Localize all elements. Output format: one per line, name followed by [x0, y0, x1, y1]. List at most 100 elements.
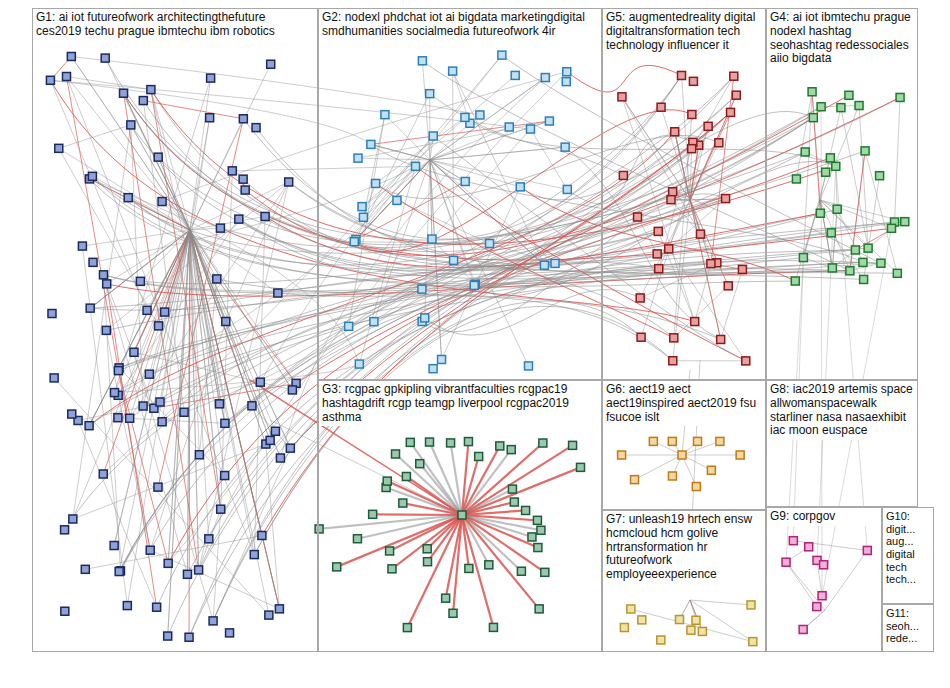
network-edge [213, 301, 641, 621]
network-vertex [267, 60, 275, 68]
network-vertex [252, 124, 260, 132]
network-edge [425, 290, 640, 335]
network-vertex [206, 114, 214, 122]
network-edge [865, 151, 897, 273]
network-vertex [563, 185, 571, 193]
network-edge [89, 230, 190, 426]
network-edge [850, 151, 865, 271]
network-vertex [562, 78, 570, 86]
group-box: G8: iac2019 artemis space allwomanspacew… [766, 380, 918, 507]
network-vertex [354, 154, 362, 162]
network-vertex [496, 442, 504, 450]
network-vertex [274, 289, 282, 297]
network-vertex [524, 362, 532, 370]
network-vertex [55, 144, 63, 152]
network-vertex [222, 317, 230, 325]
network-vertex [85, 422, 93, 430]
network-vertex [61, 526, 69, 534]
network-edge [50, 80, 147, 310]
network-vertex [649, 437, 657, 445]
network-edge [168, 158, 830, 563]
network-vertex [732, 91, 740, 99]
network-vertex [678, 71, 686, 79]
network-vertex [89, 258, 97, 266]
network-vertex [216, 224, 224, 232]
network-vertex [367, 140, 375, 148]
network-vertex [136, 277, 144, 285]
network-vertex [69, 515, 77, 523]
network-vertex [637, 333, 645, 341]
network-vertex [486, 239, 494, 247]
network-edge [371, 144, 430, 160]
network-vertex [826, 154, 834, 162]
network-vertex [691, 318, 699, 326]
network-edge [158, 157, 190, 230]
network-vertex [388, 565, 396, 573]
network-vertex [655, 265, 663, 273]
network-vertex [50, 374, 58, 382]
network-vertex [537, 526, 545, 534]
network-vertex [101, 54, 109, 62]
network-vertex [406, 438, 414, 446]
network-vertex [669, 357, 677, 365]
network-vertex [402, 473, 410, 481]
network-vertex [358, 203, 366, 211]
network-vertex [813, 603, 821, 611]
network-edge [160, 230, 190, 402]
group-heading: G3: rcgpac gpkipling vibrantfaculties rc… [319, 381, 601, 426]
network-vertex [688, 145, 696, 153]
network-edge [71, 56, 480, 114]
network-vertex [511, 71, 519, 79]
network-vertex [851, 246, 859, 254]
group-heading: G5: augmentedreality digital digitaltran… [603, 9, 765, 54]
network-vertex [670, 334, 678, 342]
network-vertex [353, 535, 361, 543]
network-vertex [817, 103, 825, 111]
network-edge [103, 275, 120, 571]
network-vertex [154, 483, 162, 491]
network-vertex [465, 564, 473, 572]
group-box: G11: seoh... rede... [882, 604, 934, 652]
network-vertex [426, 438, 434, 446]
network-vertex [442, 594, 450, 602]
network-vertex [563, 68, 571, 76]
network-vertex [855, 102, 863, 110]
network-vertex [818, 592, 826, 600]
network-vertex [195, 566, 203, 574]
network-vertex [315, 525, 323, 533]
network-vertex [716, 437, 724, 445]
network-vertex [99, 271, 107, 279]
network-vertex [696, 230, 704, 238]
network-vertex [383, 477, 391, 485]
network-vertex [799, 254, 807, 262]
network-vertex [619, 171, 627, 179]
network-vertex [239, 175, 247, 183]
group-box: G3: rcgpac gpkipling vibrantfaculties rc… [318, 380, 602, 652]
network-edge [270, 420, 462, 515]
network-edge [462, 510, 526, 515]
network-edge [65, 145, 699, 530]
network-edge [89, 230, 190, 426]
network-vertex [81, 565, 89, 573]
network-vertex [689, 77, 697, 85]
network-vertex [110, 389, 118, 397]
network-vertex [618, 93, 626, 101]
network-vertex [205, 535, 213, 543]
network-vertex [114, 367, 122, 375]
group-heading: G11: seoh... rede... [883, 605, 933, 647]
network-edge [120, 95, 736, 571]
network-edge [430, 78, 545, 160]
network-vertex [863, 546, 871, 554]
network-edge [410, 442, 462, 515]
network-vertex [288, 386, 296, 394]
network-vertex [123, 602, 131, 610]
network-vertex [657, 636, 665, 644]
network-vertex [110, 542, 118, 550]
network-vertex [692, 483, 700, 491]
network-vertex [808, 88, 816, 96]
network-vertex [539, 439, 547, 447]
network-vertex [217, 505, 225, 513]
network-edge [354, 110, 692, 252]
network-vertex [158, 418, 166, 426]
